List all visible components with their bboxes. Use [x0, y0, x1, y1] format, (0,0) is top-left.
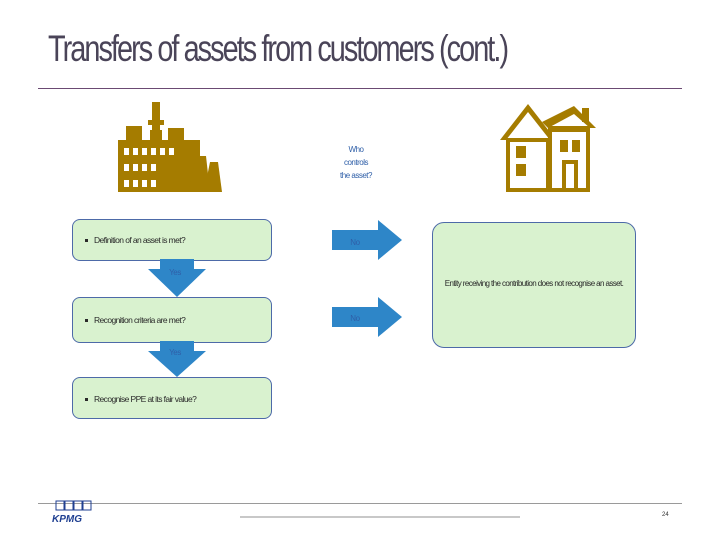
bullet-icon — [85, 239, 88, 243]
no-arrow-1 — [332, 220, 402, 260]
footer-divider — [38, 503, 682, 504]
question-line-3: the asset? — [340, 171, 372, 180]
title-divider — [38, 88, 682, 89]
yes-label-2: Yes — [169, 348, 181, 357]
page-title: Transfers of assets from customers (cont… — [48, 28, 509, 69]
no-label-1: No — [350, 238, 360, 247]
no-label-2: No — [350, 314, 360, 323]
step-1-label: Definition of an asset is met? — [94, 235, 186, 245]
step-3-label: Recognise PPE at its fair value? — [94, 394, 197, 404]
step-box-recognise-ppe: Recognise PPE at its fair value? — [72, 377, 272, 419]
question-line-1: Who — [348, 145, 364, 154]
no-arrow-2 — [332, 297, 402, 337]
factory-icon — [118, 102, 222, 192]
result-text: Entity receiving the contribution does n… — [444, 279, 624, 288]
page-number: 24 — [662, 512, 669, 518]
question-line-2: controls — [343, 158, 369, 167]
yes-arrow-2 — [148, 341, 206, 377]
step-box-definition: Definition of an asset is met? — [72, 219, 272, 261]
step-box-recognition: Recognition criteria are met? — [72, 297, 272, 343]
bullet-icon — [85, 398, 88, 402]
footer-fineprint — [240, 516, 520, 518]
yes-label-1: Yes — [169, 268, 181, 277]
result-box — [432, 222, 636, 348]
yes-arrow-1 — [148, 259, 206, 297]
step-2-label: Recognition criteria are met? — [94, 315, 186, 325]
question-text: Who controls the asset? — [326, 143, 386, 182]
bullet-icon — [85, 319, 88, 323]
house-icon — [500, 104, 596, 192]
svg-text:KPMG: KPMG — [52, 514, 82, 525]
kpmg-logo: KPMG — [52, 500, 92, 525]
